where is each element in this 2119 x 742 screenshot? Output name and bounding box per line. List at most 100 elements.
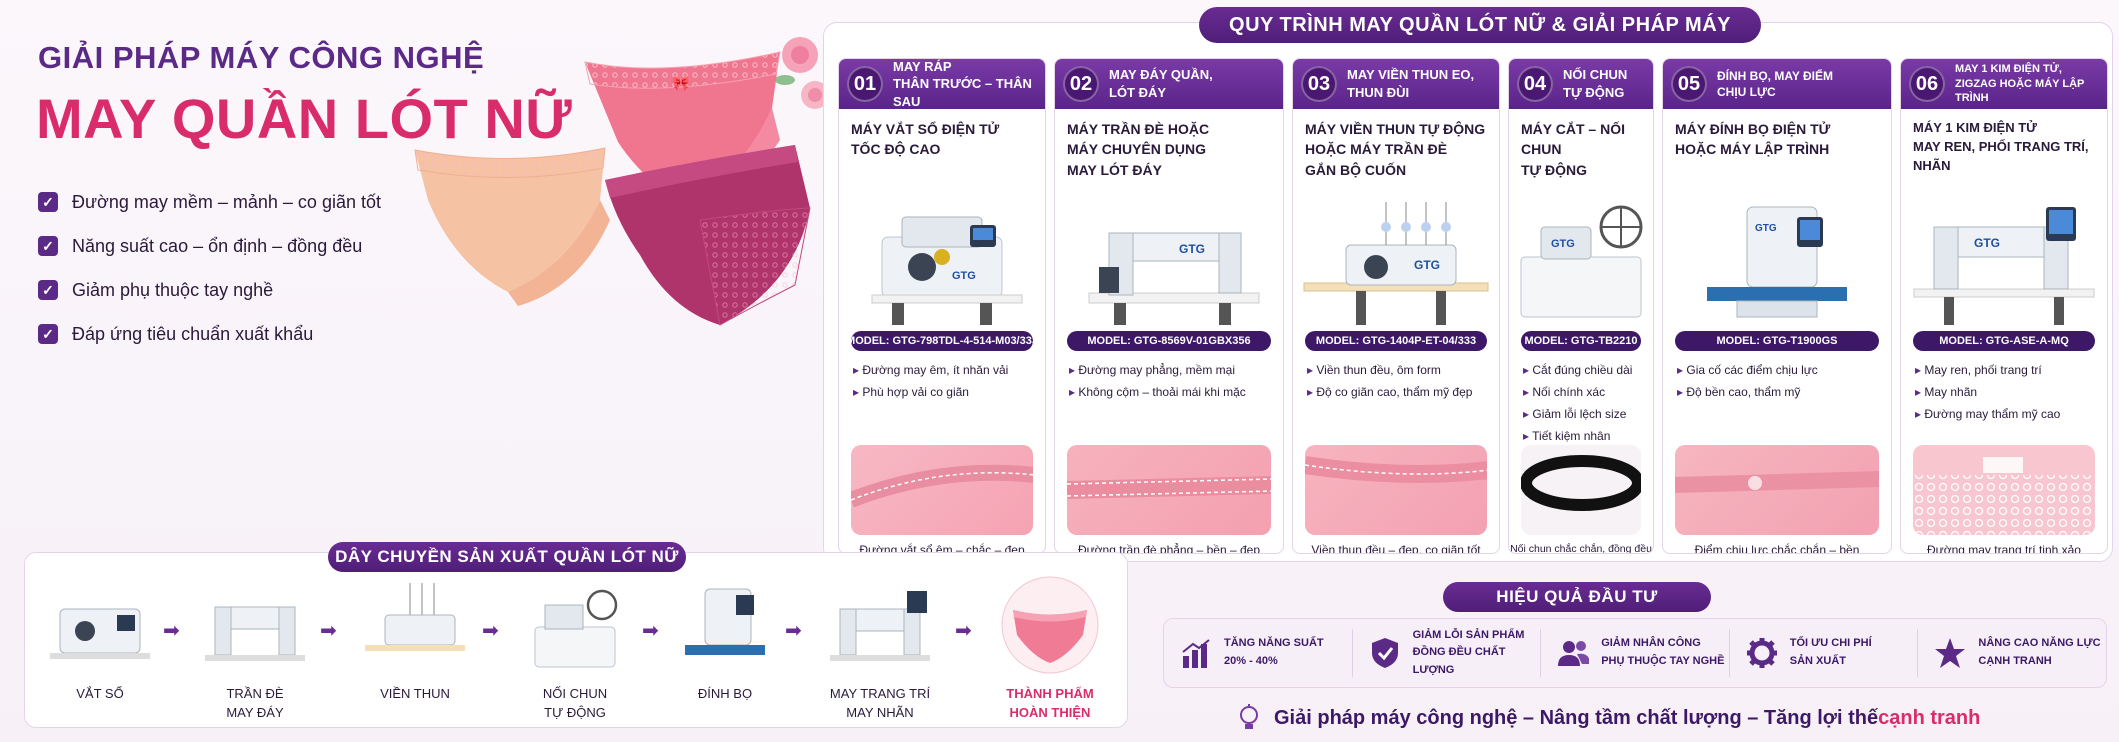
line-step-bartack: ĐÍNH BỌ xyxy=(665,575,785,704)
model-badge: MODEL: GTG-ASE-A-MQ xyxy=(1913,331,2095,351)
machine-image: GTG xyxy=(1509,197,1653,325)
feature-list: Đường may êm, ít nhăn vảiPhù hợp vải co … xyxy=(839,351,1045,445)
sample-caption: Đường vắt sổ êm – chắc – đẹp xyxy=(859,543,1025,554)
step-number: 05 xyxy=(1671,66,1707,102)
process-title: QUY TRÌNH MAY QUẦN LÓT NỮ & GIẢI PHÁP MÁ… xyxy=(1199,7,1761,43)
shield-check-icon xyxy=(1369,637,1401,669)
production-line-title: DÂY CHUYỀN SẢN XUẤT QUẦN LÓT NỮ xyxy=(328,542,686,572)
checklist-item: ✓Giảm phụ thuộc tay nghề xyxy=(38,268,381,312)
machine-image: GTG xyxy=(1663,197,1891,325)
model-badge: MODEL: GTG-8569V-01GBX356 xyxy=(1067,331,1271,351)
line-step-binding: VIỀN THUN xyxy=(355,575,475,704)
feature-checklist: ✓Đường may mềm – mảnh – co giãn tốt ✓Năn… xyxy=(38,180,381,356)
svg-text:🎀: 🎀 xyxy=(672,75,689,91)
step-number: 02 xyxy=(1063,66,1099,102)
checkbox-icon: ✓ xyxy=(38,192,58,212)
svg-text:GTG: GTG xyxy=(1551,238,1575,250)
feature-list: Cắt đúng chiều dàiNối chính xácGiảm lỗi … xyxy=(1509,351,1653,465)
stitch-sample-image xyxy=(1913,445,2095,535)
arrow-right-icon: ➡ xyxy=(642,620,659,642)
checklist-item: ✓Đường may mềm – mảnh – co giãn tốt xyxy=(38,180,381,224)
stitch-sample-image xyxy=(1067,445,1271,535)
checklist-item: ✓Năng suất cao – ổn định – đồng đều xyxy=(38,224,381,268)
sample-caption: Đường may trang trí tinh xảo xyxy=(1927,543,2081,554)
stitch-sample-image xyxy=(851,445,1033,535)
svg-text:GTG: GTG xyxy=(1755,223,1777,234)
sample-caption: Điểm chịu lực chắc chắn – bền xyxy=(1694,543,1860,554)
star-icon xyxy=(1934,637,1966,669)
sample-caption: Viền thun đều – đẹp, co giãn tốt xyxy=(1311,543,1481,554)
stitch-sample-image xyxy=(1675,445,1879,535)
stitch-sample-image xyxy=(1521,445,1641,535)
machine-image xyxy=(665,575,785,675)
machine-image: GTG xyxy=(1293,197,1499,325)
arrow-right-icon: ➡ xyxy=(785,620,802,642)
feature-list: May ren, phối trang tríMay nhãnĐường may… xyxy=(1901,351,2107,445)
step-number: 04 xyxy=(1517,66,1553,102)
arrow-right-icon: ➡ xyxy=(482,620,499,642)
model-badge: MODEL: GTG-T1900GS xyxy=(1675,331,1879,351)
checkbox-icon: ✓ xyxy=(38,324,58,344)
lightbulb-icon xyxy=(1240,704,1258,729)
hero-title: MAY QUẦN LÓT NỮ xyxy=(36,87,573,150)
step-number: 01 xyxy=(847,66,883,102)
column-header: 03 MAY VIỀN THUN EO,THUN ĐÙI xyxy=(1293,59,1499,109)
gear-icon xyxy=(1746,637,1778,669)
people-icon xyxy=(1557,637,1590,669)
machine-image xyxy=(355,575,475,675)
machine-image: GTG xyxy=(839,197,1045,325)
svg-text:GTG: GTG xyxy=(1974,236,2000,250)
machine-image xyxy=(820,575,940,675)
checkbox-icon: ✓ xyxy=(38,236,58,256)
svg-text:GTG: GTG xyxy=(1414,258,1440,272)
line-step-overlock: VẮT SỔ xyxy=(40,575,160,704)
process-column-03: 03 MAY VIỀN THUN EO,THUN ĐÙI MÁY VIỀN TH… xyxy=(1292,58,1500,554)
bar-chart-icon xyxy=(1180,637,1212,669)
svg-text:GTG: GTG xyxy=(1179,242,1205,256)
machine-image xyxy=(195,575,315,675)
column-header: 06 MAY 1 KIM ĐIỆN TỬ,ZIGZAG HOẶC MÁY LẬP… xyxy=(1901,59,2107,109)
step-number: 03 xyxy=(1301,66,1337,102)
machine-image xyxy=(515,575,635,675)
column-header: 02 MAY ĐÁY QUẦN,LÓT ĐÁY xyxy=(1055,59,1283,109)
process-column-06: 06 MAY 1 KIM ĐIỆN TỬ,ZIGZAG HOẶC MÁY LẬP… xyxy=(1900,58,2108,554)
machine-image: GTG xyxy=(1055,197,1283,325)
investment-title: HIỆU QUẢ ĐẦU TƯ xyxy=(1443,582,1711,612)
machine-image xyxy=(40,575,160,675)
process-column-02: 02 MAY ĐÁY QUẦN,LÓT ĐÁY MÁY TRẦN ĐÈ HOẶC… xyxy=(1054,58,1284,554)
model-badge: MODEL: GTG-798TDL-4-514-M03/333 xyxy=(846,331,1038,351)
tagline: Giải pháp máy công nghệ – Nâng tầm chất … xyxy=(1236,704,1980,732)
checkbox-icon: ✓ xyxy=(38,280,58,300)
panties-illustration: 🎀 xyxy=(414,37,829,326)
stitch-sample-image xyxy=(1305,445,1487,535)
feature-list: Đường may phẳng, mềm mạiKhông cộm – thoả… xyxy=(1055,351,1283,445)
model-badge: MODEL: GTG-1404P-ET-04/333 xyxy=(1305,331,1487,351)
arrow-right-icon: ➡ xyxy=(320,620,337,642)
model-badge: MODEL: GTG-TB2210 xyxy=(1521,331,1641,351)
hero-subtitle: GIẢI PHÁP MÁY CÔNG NGHỆ xyxy=(38,40,485,75)
arrow-right-icon: ➡ xyxy=(163,620,180,642)
sample-caption: Đường trần đè phẳng – bền – đẹp xyxy=(1077,543,1261,554)
svg-text:GTG: GTG xyxy=(952,270,976,282)
feature-list: Gia cố các điểm chịu lựcĐộ bền cao, thẩm… xyxy=(1663,351,1891,445)
